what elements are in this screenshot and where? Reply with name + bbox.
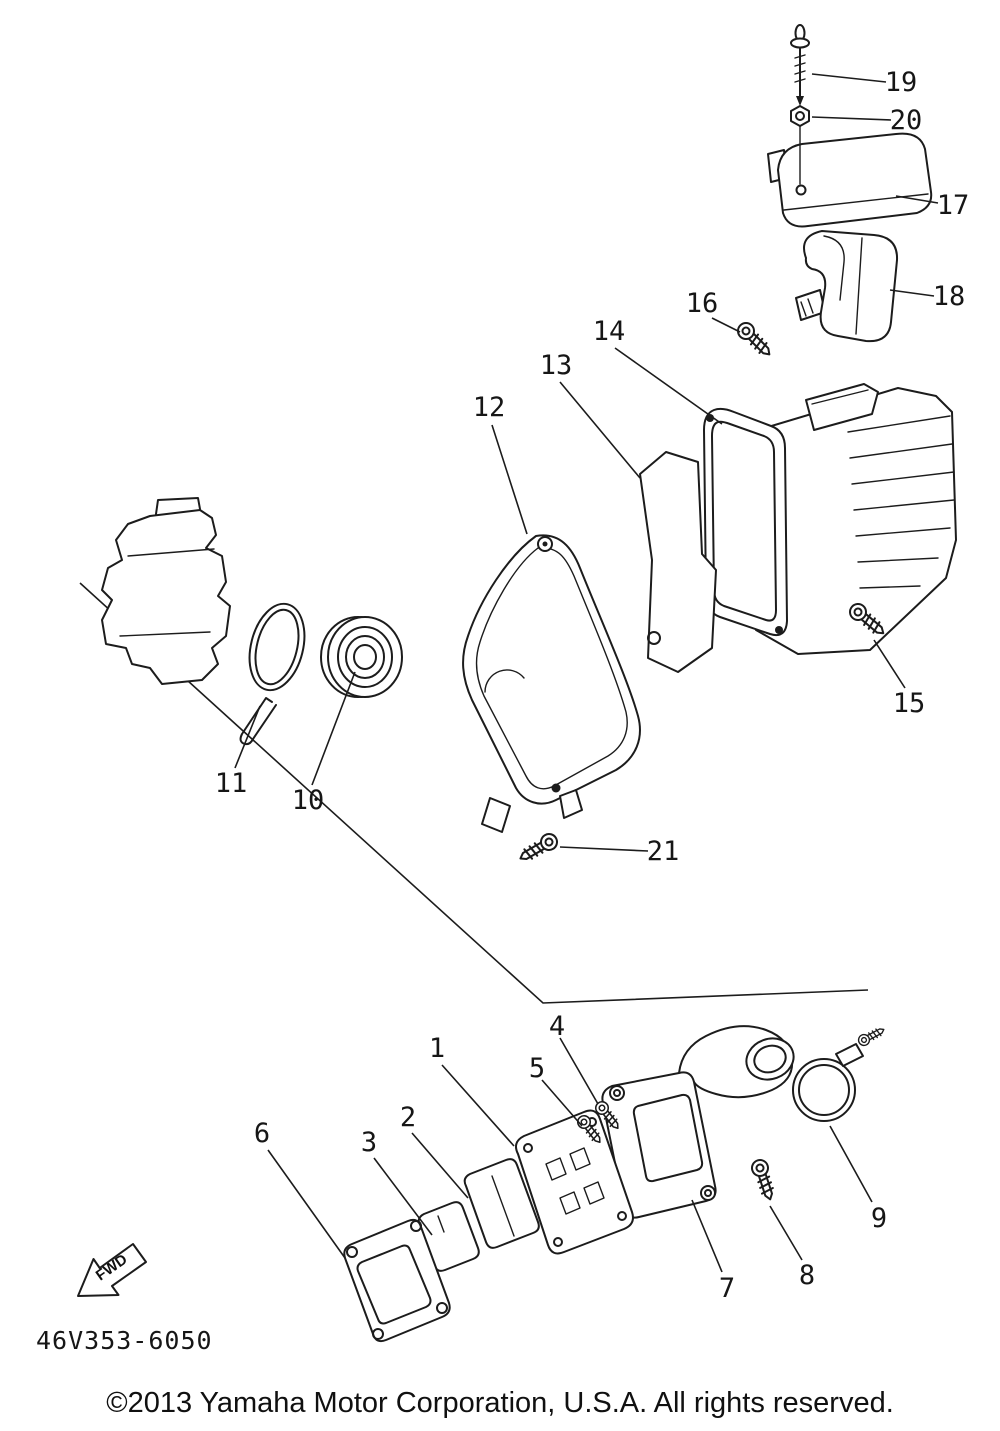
reed-valve-gasket [343,1218,451,1343]
reed-stopper [417,1201,480,1272]
callout-9: 9 [871,1203,887,1234]
callout-12: 12 [473,392,506,423]
fwd-arrow: FWD [77,1243,147,1297]
callout-5: 5 [529,1053,545,1084]
bolt-8 [748,1156,779,1203]
screw-21 [515,830,561,867]
carburetor-clip [239,697,277,746]
air-cleaner-case-cover [462,534,641,833]
assembly-alignment-lines [79,582,869,1004]
callout-leader-lines [234,73,939,1273]
callout-15: 15 [893,688,926,719]
callout-14: 14 [593,316,626,347]
callout-6: 6 [254,1118,270,1149]
needle-nut [790,105,810,127]
carburetor-body [101,497,231,685]
callout-10: 10 [292,785,325,816]
air-screw-needle [790,24,810,185]
reed-petals [463,1158,540,1249]
callout-18: 18 [933,281,966,312]
air-cleaner-case [703,383,957,655]
o-ring-gasket [248,602,306,692]
callout-1: 1 [429,1033,445,1064]
callout-4: 4 [549,1011,565,1042]
reed-valve-plate [515,1109,634,1255]
intake-duct [795,230,899,343]
callout-numbers: 1 2 3 4 5 6 7 8 9 10 11 12 13 14 15 16 1… [215,67,970,1304]
callout-19: 19 [885,67,918,98]
callout-17: 17 [937,190,970,221]
element-plate [639,451,717,673]
callout-3: 3 [361,1127,377,1158]
copyright-line: ©2013 Yamaha Motor Corporation, U.S.A. A… [106,1387,894,1419]
callout-20: 20 [890,105,923,136]
intake-manifold [601,1025,795,1219]
callout-16: 16 [686,288,719,319]
hose-clamp [792,1023,888,1122]
callout-8: 8 [799,1260,815,1291]
part-code: 46V353-6050 [36,1326,213,1355]
callout-7: 7 [719,1273,735,1304]
air-box-lid [767,132,933,228]
clamp-screw [855,1023,888,1049]
callout-11: 11 [215,768,248,799]
callout-13: 13 [540,350,573,381]
callout-2: 2 [400,1102,416,1133]
diagram-line-art [79,24,957,1343]
callout-21: 21 [647,836,680,867]
screw-16 [733,318,776,361]
carburetor-joint [320,616,403,698]
